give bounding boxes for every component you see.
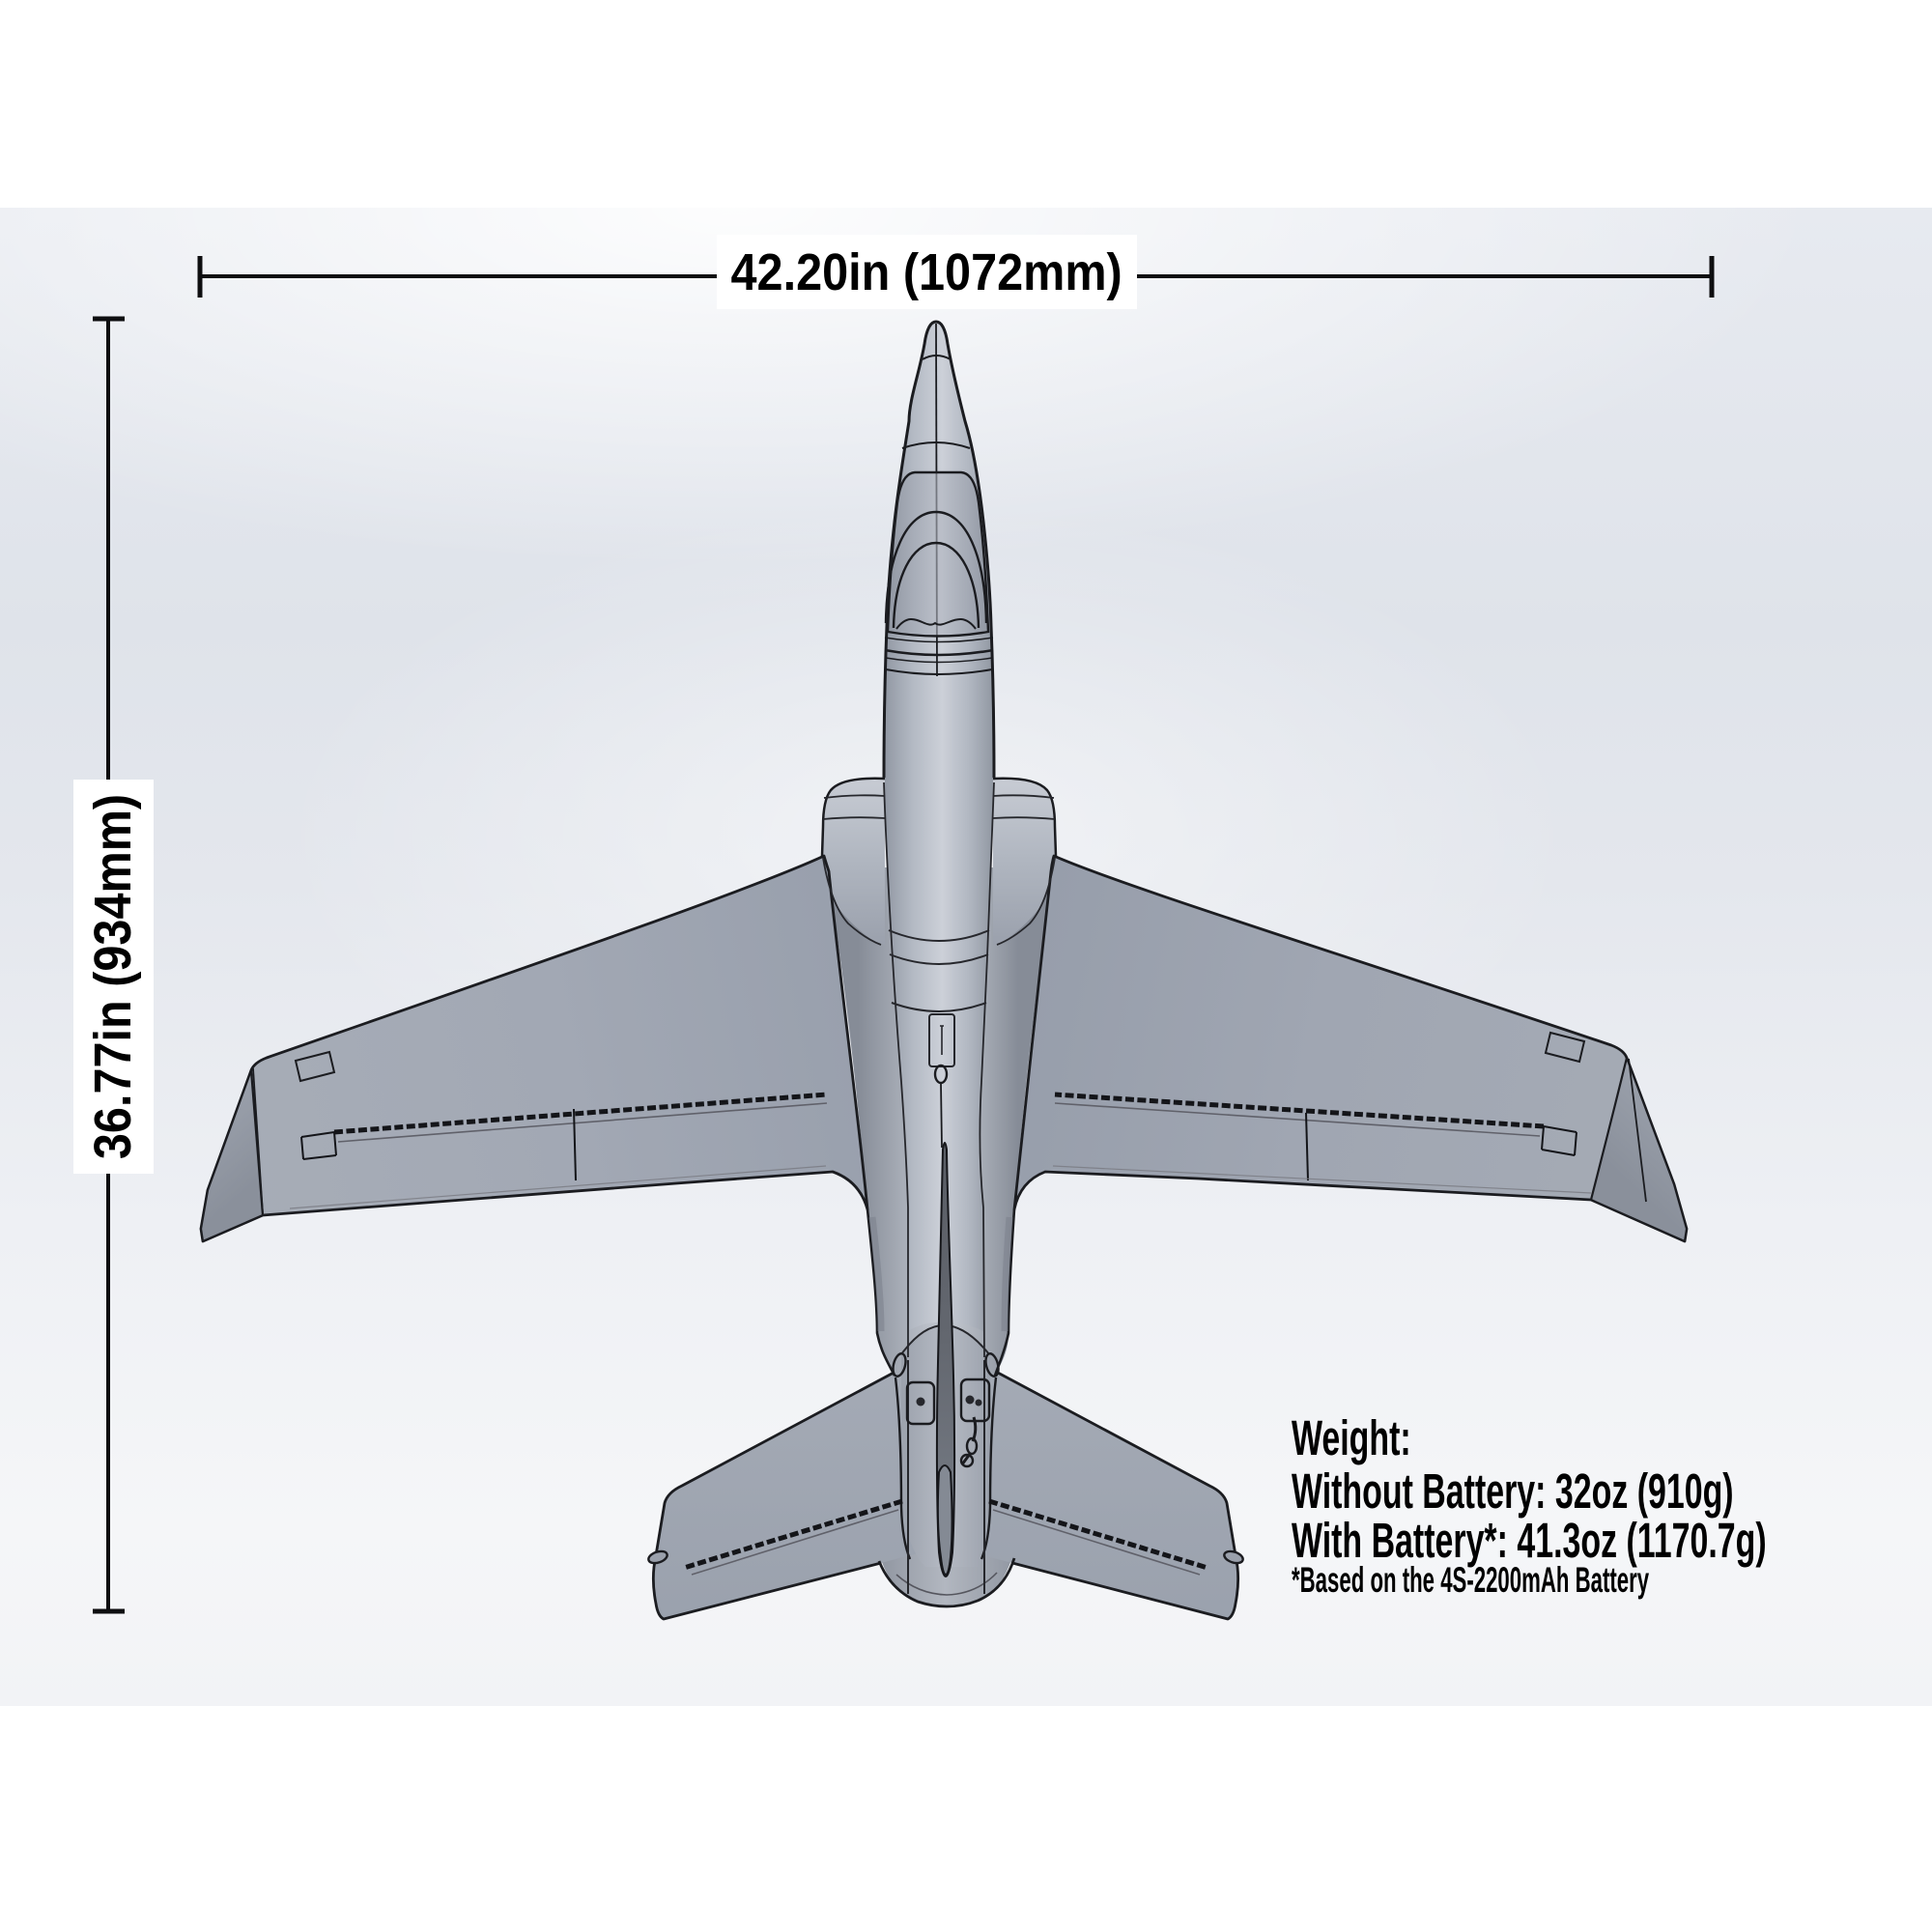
canopy-outline [886, 470, 990, 638]
intake-fairing-right-outline [992, 777, 1058, 857]
wing-left [199, 854, 869, 1243]
wingtip-fence-right [1589, 1056, 1689, 1243]
wingspan-label-text: 42.20in (1072mm) [730, 242, 1123, 301]
wing-right [1012, 854, 1689, 1243]
rudder-top [936, 1464, 953, 1577]
stab-slot-right [984, 1352, 1000, 1378]
intake-fairing-right [993, 778, 1056, 945]
intake-fairing-left-outline [820, 777, 886, 857]
wingspan-dimension-label: 42.20in (1072mm) [717, 235, 1137, 309]
stab-slot-left [892, 1352, 907, 1378]
stabilizer-right [966, 1373, 1238, 1619]
fuselage-panel-lines [822, 781, 1056, 1358]
stabilizer-left-outline [651, 1371, 895, 1621]
aileron-hinges [289, 1092, 1592, 1209]
tail-screws [916, 1395, 982, 1406]
elevator-horn-left [647, 1549, 668, 1565]
weight-title: Weight: [1292, 1410, 1411, 1465]
weight-footnote: *Based on the 4S-2200mAh Battery [1292, 1560, 1650, 1600]
intake-fairing-left [822, 778, 885, 945]
wing-notch-left [294, 1050, 336, 1083]
stabilizer-right-outline [997, 1371, 1240, 1621]
elevator-horn-right [1223, 1549, 1244, 1565]
nose-canopy [884, 323, 994, 677]
elevator-hinges [683, 1498, 1208, 1576]
aircraft [199, 320, 1689, 1621]
weight-with-battery: With Battery*: 41.3oz (1170.7g) [1292, 1513, 1767, 1568]
weight-without-battery: Without Battery: 32oz (910g) [1292, 1463, 1734, 1519]
antenna [933, 1064, 949, 1149]
length-label-text: 36.77in (934mm) [84, 793, 143, 1160]
stabilizer-left [653, 1373, 925, 1619]
elevator-linkage [959, 1416, 979, 1468]
intake-panel-lines [822, 794, 1056, 820]
aft-shadows [868, 1216, 1013, 1332]
wing-notch-right [1544, 1031, 1586, 1064]
tail-outline [877, 1377, 1016, 1608]
aft-fuselage-outline [866, 1208, 1016, 1377]
wingtip-fence-left [199, 1068, 265, 1243]
length-dimension-label: 36.77in (934mm) [73, 780, 154, 1174]
